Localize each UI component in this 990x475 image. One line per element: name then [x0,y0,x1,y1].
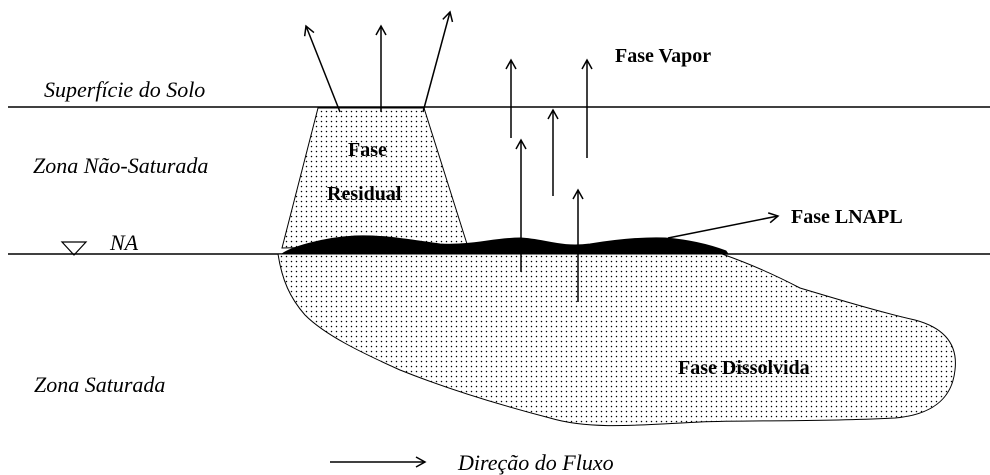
lnapl-phase-label: Fase LNAPL [791,206,903,228]
dissolved-phase-plume [277,253,956,427]
surface-label: Superfície do Solo [44,77,205,102]
vapor-phase-label: Fase Vapor [615,45,711,67]
lnapl-layer [280,235,729,255]
lnapl-pointer-arrow [667,212,780,239]
unsaturated-zone-label: Zona Não-Saturada [33,153,208,178]
residual-phase-label-line2: Residual [327,183,402,205]
saturated-zone-label: Zona Saturada [34,372,165,397]
flow-direction-label: Direção do Fluxo [457,450,614,475]
water-table-label: NA [109,230,139,255]
residual-vapor-arrow-left [303,24,341,113]
residual-phase-label-line1: Fase [348,139,387,161]
residual-vapor-arrow-right [422,10,454,113]
dissolved-phase-label: Fase Dissolvida [678,357,810,379]
water-table-symbol [60,241,88,256]
residual-phase-body [281,107,468,249]
